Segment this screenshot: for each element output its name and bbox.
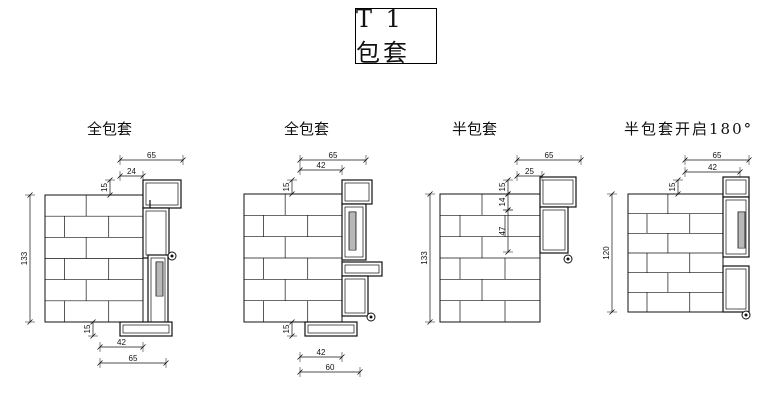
frame-profile (142, 207, 170, 259)
panel-1-dim-bottom-inner: 42 (117, 338, 126, 347)
panel-1-dim-bottom-outer: 65 (129, 354, 138, 363)
panel-2-dim-top-stub: 15 (282, 182, 291, 191)
panel-3-dim-side-b: 47 (498, 226, 507, 235)
panel-3-label: 半包套 (452, 120, 498, 138)
panel-4-label: 半包套开启180° (624, 120, 754, 138)
panel-2-dim-top-inner: 42 (317, 161, 326, 170)
panel-1-dim-height: 133 (20, 251, 29, 265)
frame-profile (119, 321, 173, 337)
panel-1-dim-top-inner: 24 (127, 167, 136, 176)
panel-3-section: 65 25 15 14 47 133 (420, 151, 584, 325)
panel-2-dim-bottom-outer: 60 (326, 363, 335, 372)
panel-1-dim-top-outer: 65 (147, 151, 156, 160)
panel-3-dim-side-a: 14 (498, 197, 507, 206)
frame-profile (722, 265, 750, 313)
frame-profile (142, 179, 182, 209)
panel-2-dim-bottom-inner: 42 (317, 348, 326, 357)
frame-profile (341, 275, 369, 317)
panel-4-dim-top-outer: 65 (713, 151, 722, 160)
frame-profile (539, 176, 577, 208)
frame-profile (341, 179, 373, 205)
panel-4-dim-height: 120 (602, 246, 611, 260)
panel-1-dim-top-stub: 15 (100, 183, 109, 192)
panel-3-dim-top-outer: 65 (545, 151, 554, 160)
frame-profile (341, 261, 383, 277)
panel-1-dim-bottom-stub: 15 (83, 324, 92, 333)
diagram-title: T 1 包套 (356, 4, 410, 67)
panel-1-label: 全包套 (87, 120, 133, 138)
panel-3-dim-top-stub: 15 (498, 182, 507, 191)
panel-3-dim-top-inner: 25 (525, 167, 534, 176)
panel-3-dim-height: 133 (420, 251, 429, 265)
panel-4-dim-top-inner: 42 (708, 163, 717, 172)
panel-2-dim-bottom-stub: 15 (282, 324, 291, 333)
panel-4-section: 65 42 15 120 (602, 151, 752, 320)
panel-4-dim-top-stub: 15 (668, 182, 677, 191)
frame-profile (304, 321, 358, 337)
panel-2-label: 全包套 (284, 120, 330, 138)
title-box: T 1 包套 (355, 5, 437, 67)
frame-profile (539, 206, 569, 254)
panel-2-dim-top-outer: 65 (329, 151, 338, 160)
